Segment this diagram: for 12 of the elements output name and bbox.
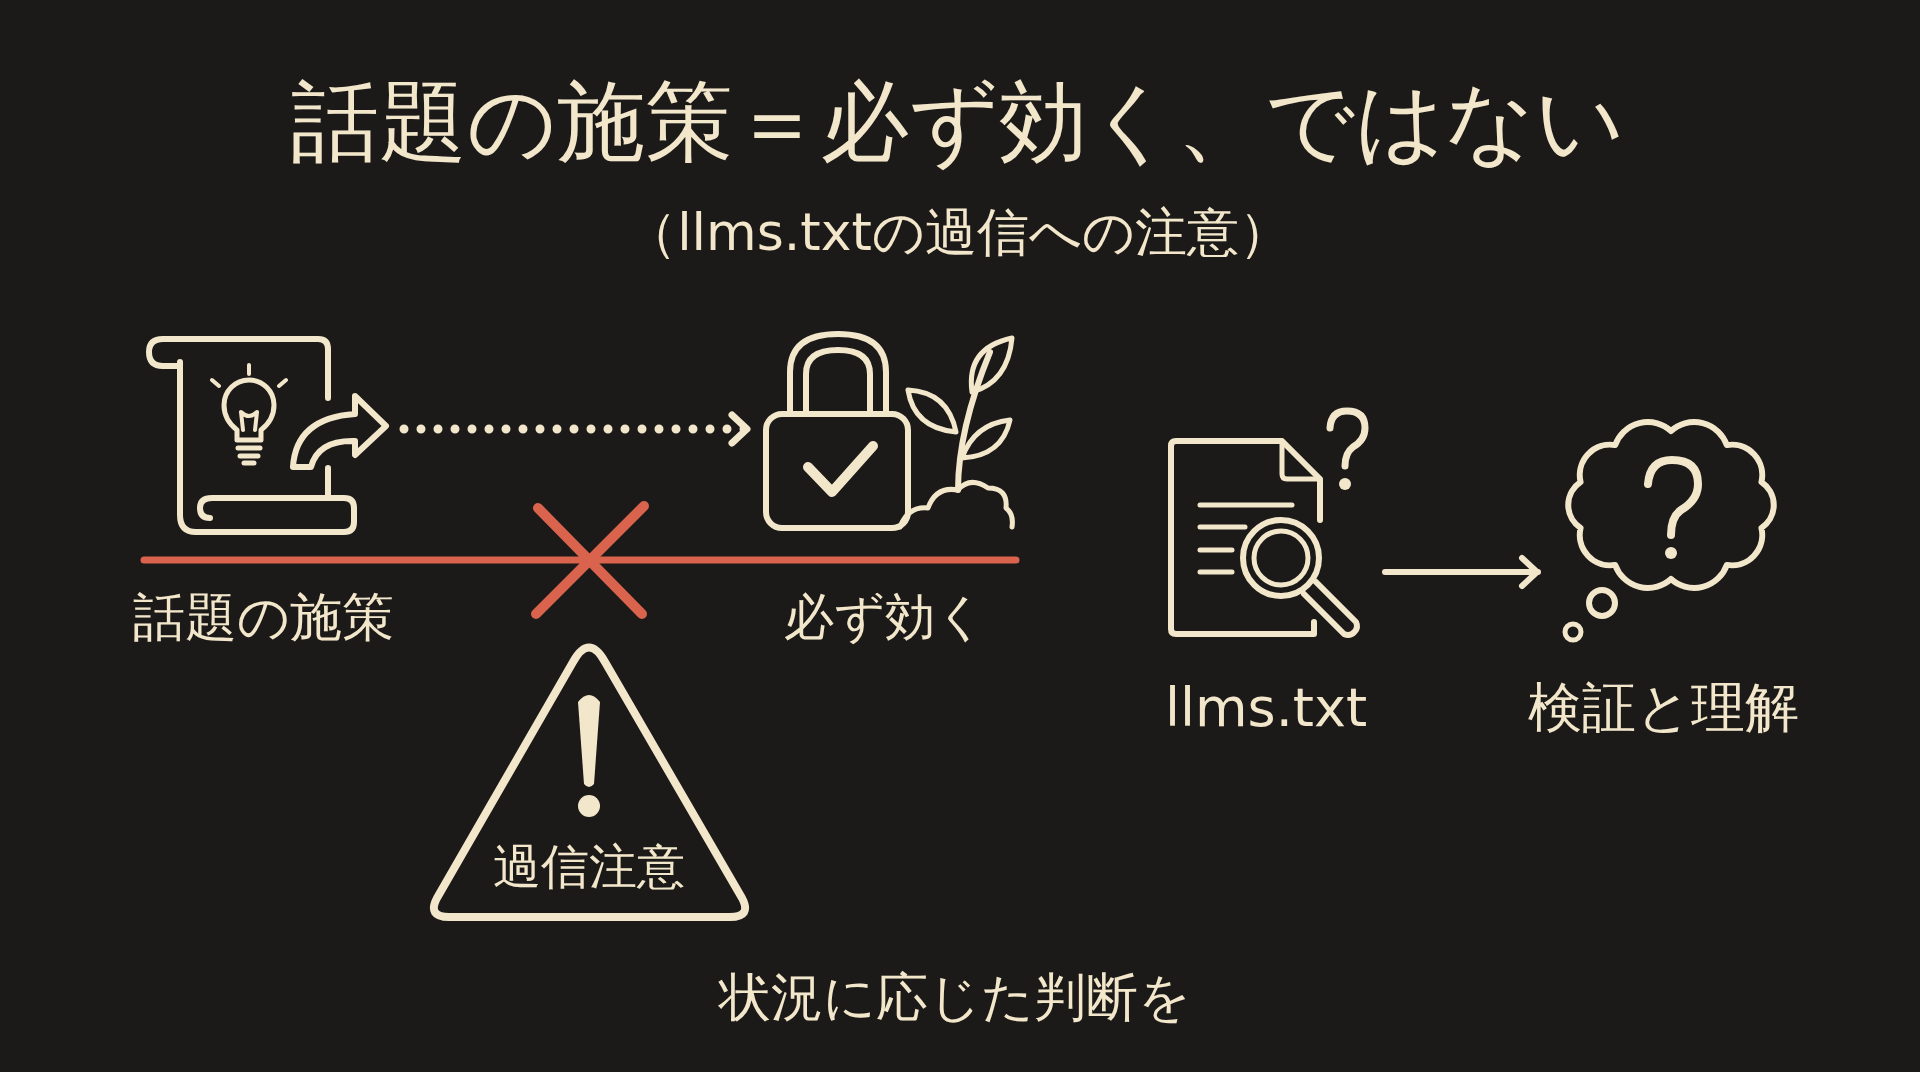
warning-text: 過信注意 (493, 839, 685, 895)
arrow (1382, 555, 1541, 589)
icon-caption: 検証と理解 (1527, 676, 1799, 740)
icon-caption: llms.txt (1164, 676, 1368, 740)
lock-plant-icon (762, 328, 1016, 531)
icon-caption: 必ず効く (784, 589, 986, 647)
icon-caption: 話題の施策 (132, 588, 394, 648)
dotted-arrow (399, 411, 753, 447)
subtitle: （llms.txtの過信への注意） (625, 203, 1291, 263)
title: 話題の施策＝必ず効く、ではない (291, 71, 1625, 173)
closing-text: 状況に応じた判断を (719, 968, 1191, 1028)
idea-scroll-icon (145, 336, 390, 537)
